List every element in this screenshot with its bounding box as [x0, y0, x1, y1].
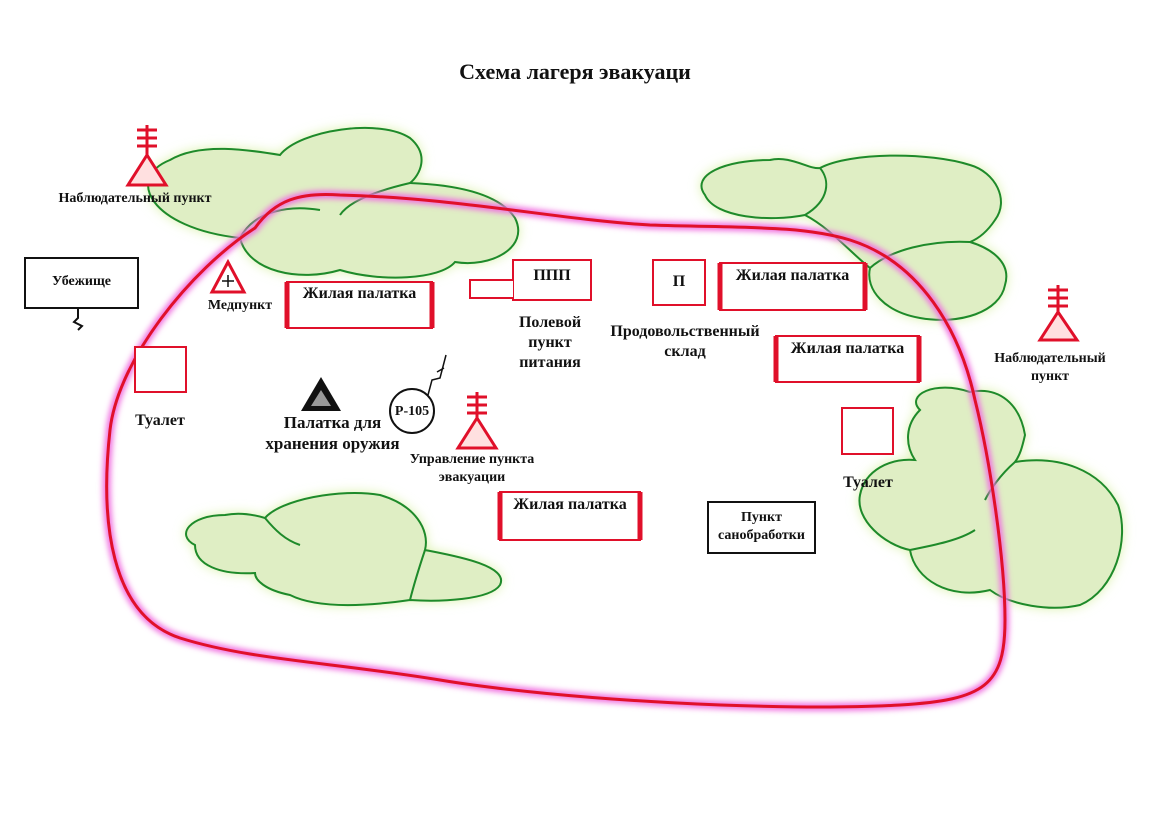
ppp-label: ППП — [533, 267, 571, 284]
weapons-tent-label: Палатка для хранения оружия — [265, 413, 400, 454]
food-warehouse-label: Продовольственный склад — [610, 323, 760, 360]
sanitation-point-label: Пункт санобработки — [718, 510, 805, 543]
food-warehouse-box — [652, 259, 706, 306]
radio-icon — [389, 388, 435, 434]
medpoint-icon — [209, 258, 247, 294]
tree-area-south — [185, 492, 503, 606]
residential-tent-label-4: Жилая палатка — [513, 496, 627, 513]
residential-tent-2 — [719, 262, 866, 311]
residential-tent-1 — [286, 281, 433, 329]
shelter-label: Убежище — [51, 274, 112, 289]
diagram-title: Схема лагеря эвакуаци — [459, 59, 691, 84]
shelter-entrance-icon — [72, 308, 84, 331]
observation-tower-icon-left — [125, 125, 169, 187]
observation-post-label-right: Наблюдательный пункт — [994, 351, 1106, 384]
observation-post-label-left: Наблюдательный пункт — [58, 191, 212, 206]
food-warehouse-box-label: П — [672, 273, 686, 290]
medpoint-label: Медпункт — [207, 298, 273, 313]
ppp-box — [512, 259, 592, 301]
ppp-extension — [469, 279, 513, 299]
field-food-point-label: Полевой пункт питания — [518, 314, 582, 371]
toilet-box-right — [841, 407, 894, 455]
toilet-label-right: Туалет — [843, 474, 893, 491]
residential-tent-label-2: Жилая палатка — [735, 267, 850, 284]
residential-tent-label-3: Жилая палатка — [790, 340, 905, 357]
radio-label: Р-105 — [394, 404, 430, 419]
residential-tents — [284, 262, 922, 541]
toilet-box-left — [134, 346, 187, 393]
sanitation-point-box — [707, 501, 816, 554]
camp-boundary — [105, 192, 1007, 709]
residential-tent-label-1: Жилая палатка — [302, 285, 417, 302]
evac-control-label: Управление пункта эвакуации — [409, 452, 535, 485]
radio-antenna-icon — [427, 354, 447, 396]
observation-tower-icon-right — [1037, 285, 1080, 342]
evac-control-tower-icon — [455, 392, 499, 450]
weapons-tent-icon — [301, 377, 341, 411]
toilet-label-left: Туалет — [135, 412, 185, 429]
shelter-box — [24, 257, 139, 309]
